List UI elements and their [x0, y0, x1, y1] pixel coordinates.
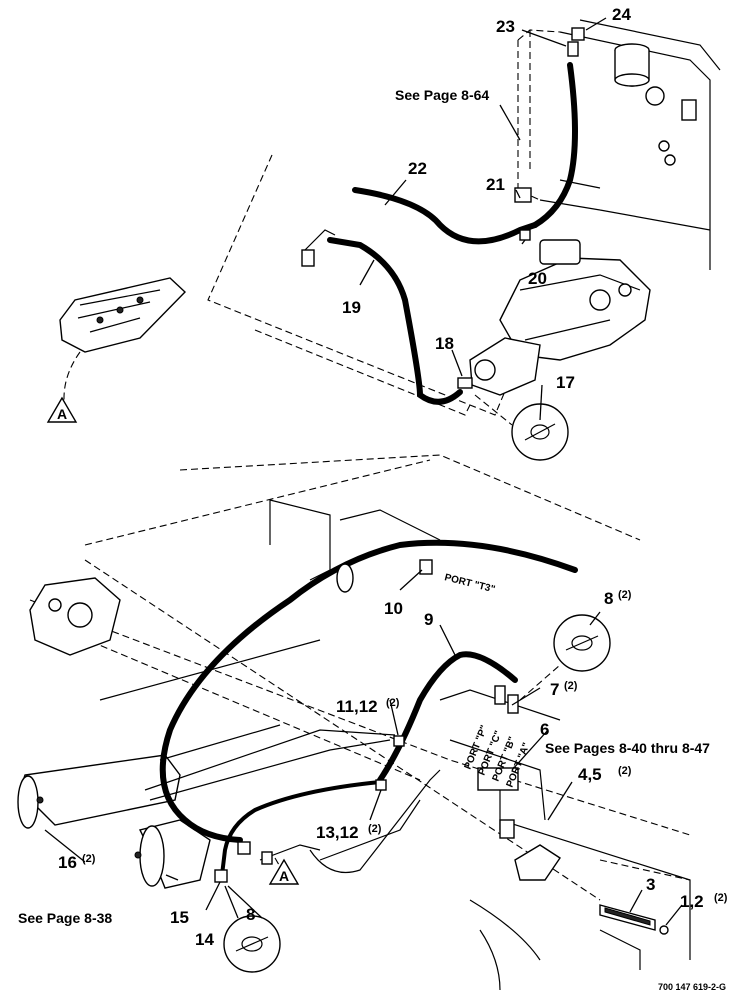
fitting-24	[571, 27, 585, 41]
fitting-1-2	[659, 925, 669, 935]
qty-4-5: (2)	[618, 765, 632, 777]
ref-pages-8-40: See Pages 8-40 thru 8-47	[545, 740, 710, 756]
callout-8-top: 8	[604, 589, 613, 608]
valve-block-6	[477, 767, 519, 791]
callout-22: 22	[408, 159, 427, 178]
callout-7: 7	[550, 680, 559, 699]
callout-17: 17	[556, 373, 575, 392]
filter-housing-15	[17, 754, 211, 889]
control-console	[59, 277, 187, 353]
marker-a-bottom	[268, 858, 300, 885]
hose-22	[352, 187, 538, 245]
callout-23: 23	[496, 17, 515, 36]
fitting-7	[494, 685, 506, 705]
callout-16: 16	[58, 853, 77, 872]
qty-16: (2)	[82, 853, 96, 865]
fitting-11	[393, 735, 405, 747]
callout-1-2: 1,2	[680, 892, 704, 911]
ref-page-8-64: See Page 8-64	[395, 87, 489, 103]
fitting-13	[375, 779, 387, 791]
callout-14: 14	[195, 930, 214, 949]
leader-lines	[44, 17, 683, 926]
rod-3	[599, 904, 669, 935]
tank-fittings	[645, 86, 697, 166]
fitting-23	[567, 41, 579, 57]
marker-a-bottom-label: A	[279, 868, 289, 884]
qty-11-12: (2)	[386, 697, 400, 709]
figure-number: 700 147 619-2-G	[658, 982, 726, 992]
qty-1-2: (2)	[714, 892, 728, 904]
qty-7: (2)	[564, 680, 578, 692]
qty-13-12: (2)	[368, 823, 382, 835]
steel-lines	[149, 739, 391, 801]
callout-3: 3	[646, 875, 655, 894]
callout-13-12: 13,12	[316, 823, 359, 842]
callout-15: 15	[170, 908, 189, 927]
callout-9: 9	[424, 610, 433, 629]
qty-8: (2)	[618, 589, 632, 601]
lower-frame	[29, 454, 691, 991]
callout-20: 20	[528, 269, 547, 288]
hose-9	[377, 651, 518, 783]
hose-14	[220, 780, 382, 877]
filter-canister	[614, 43, 650, 87]
valve-right	[514, 844, 561, 881]
ref-page-8-38: See Page 8-38	[18, 910, 112, 926]
callout-21: 21	[486, 175, 505, 194]
callout-24: 24	[612, 5, 631, 24]
fitting-14	[214, 869, 228, 883]
fitting-18	[457, 377, 473, 389]
port-t3-label: PORT "T3"	[443, 572, 496, 595]
callout-8-bottom: 8	[246, 905, 255, 924]
lower-pump	[29, 577, 121, 656]
callout-18: 18	[435, 334, 454, 353]
callout-19: 19	[342, 298, 361, 317]
hose-23	[532, 62, 578, 228]
callout-4-5: 4,5	[578, 765, 602, 784]
callout-6: 6	[540, 720, 549, 739]
hydraulic-pump-assembly	[469, 239, 651, 396]
marker-a-top-label: A	[57, 406, 67, 422]
hose-main-lower	[159, 539, 578, 843]
callout-10: 10	[384, 599, 403, 618]
hose-clamp	[336, 563, 354, 593]
clamp-21	[514, 187, 532, 203]
hose-19	[327, 237, 463, 405]
marker-a-top	[46, 396, 78, 423]
fitting-20	[519, 229, 531, 241]
fitting-10	[419, 559, 433, 575]
callout-11-12: 11,12	[336, 697, 378, 716]
